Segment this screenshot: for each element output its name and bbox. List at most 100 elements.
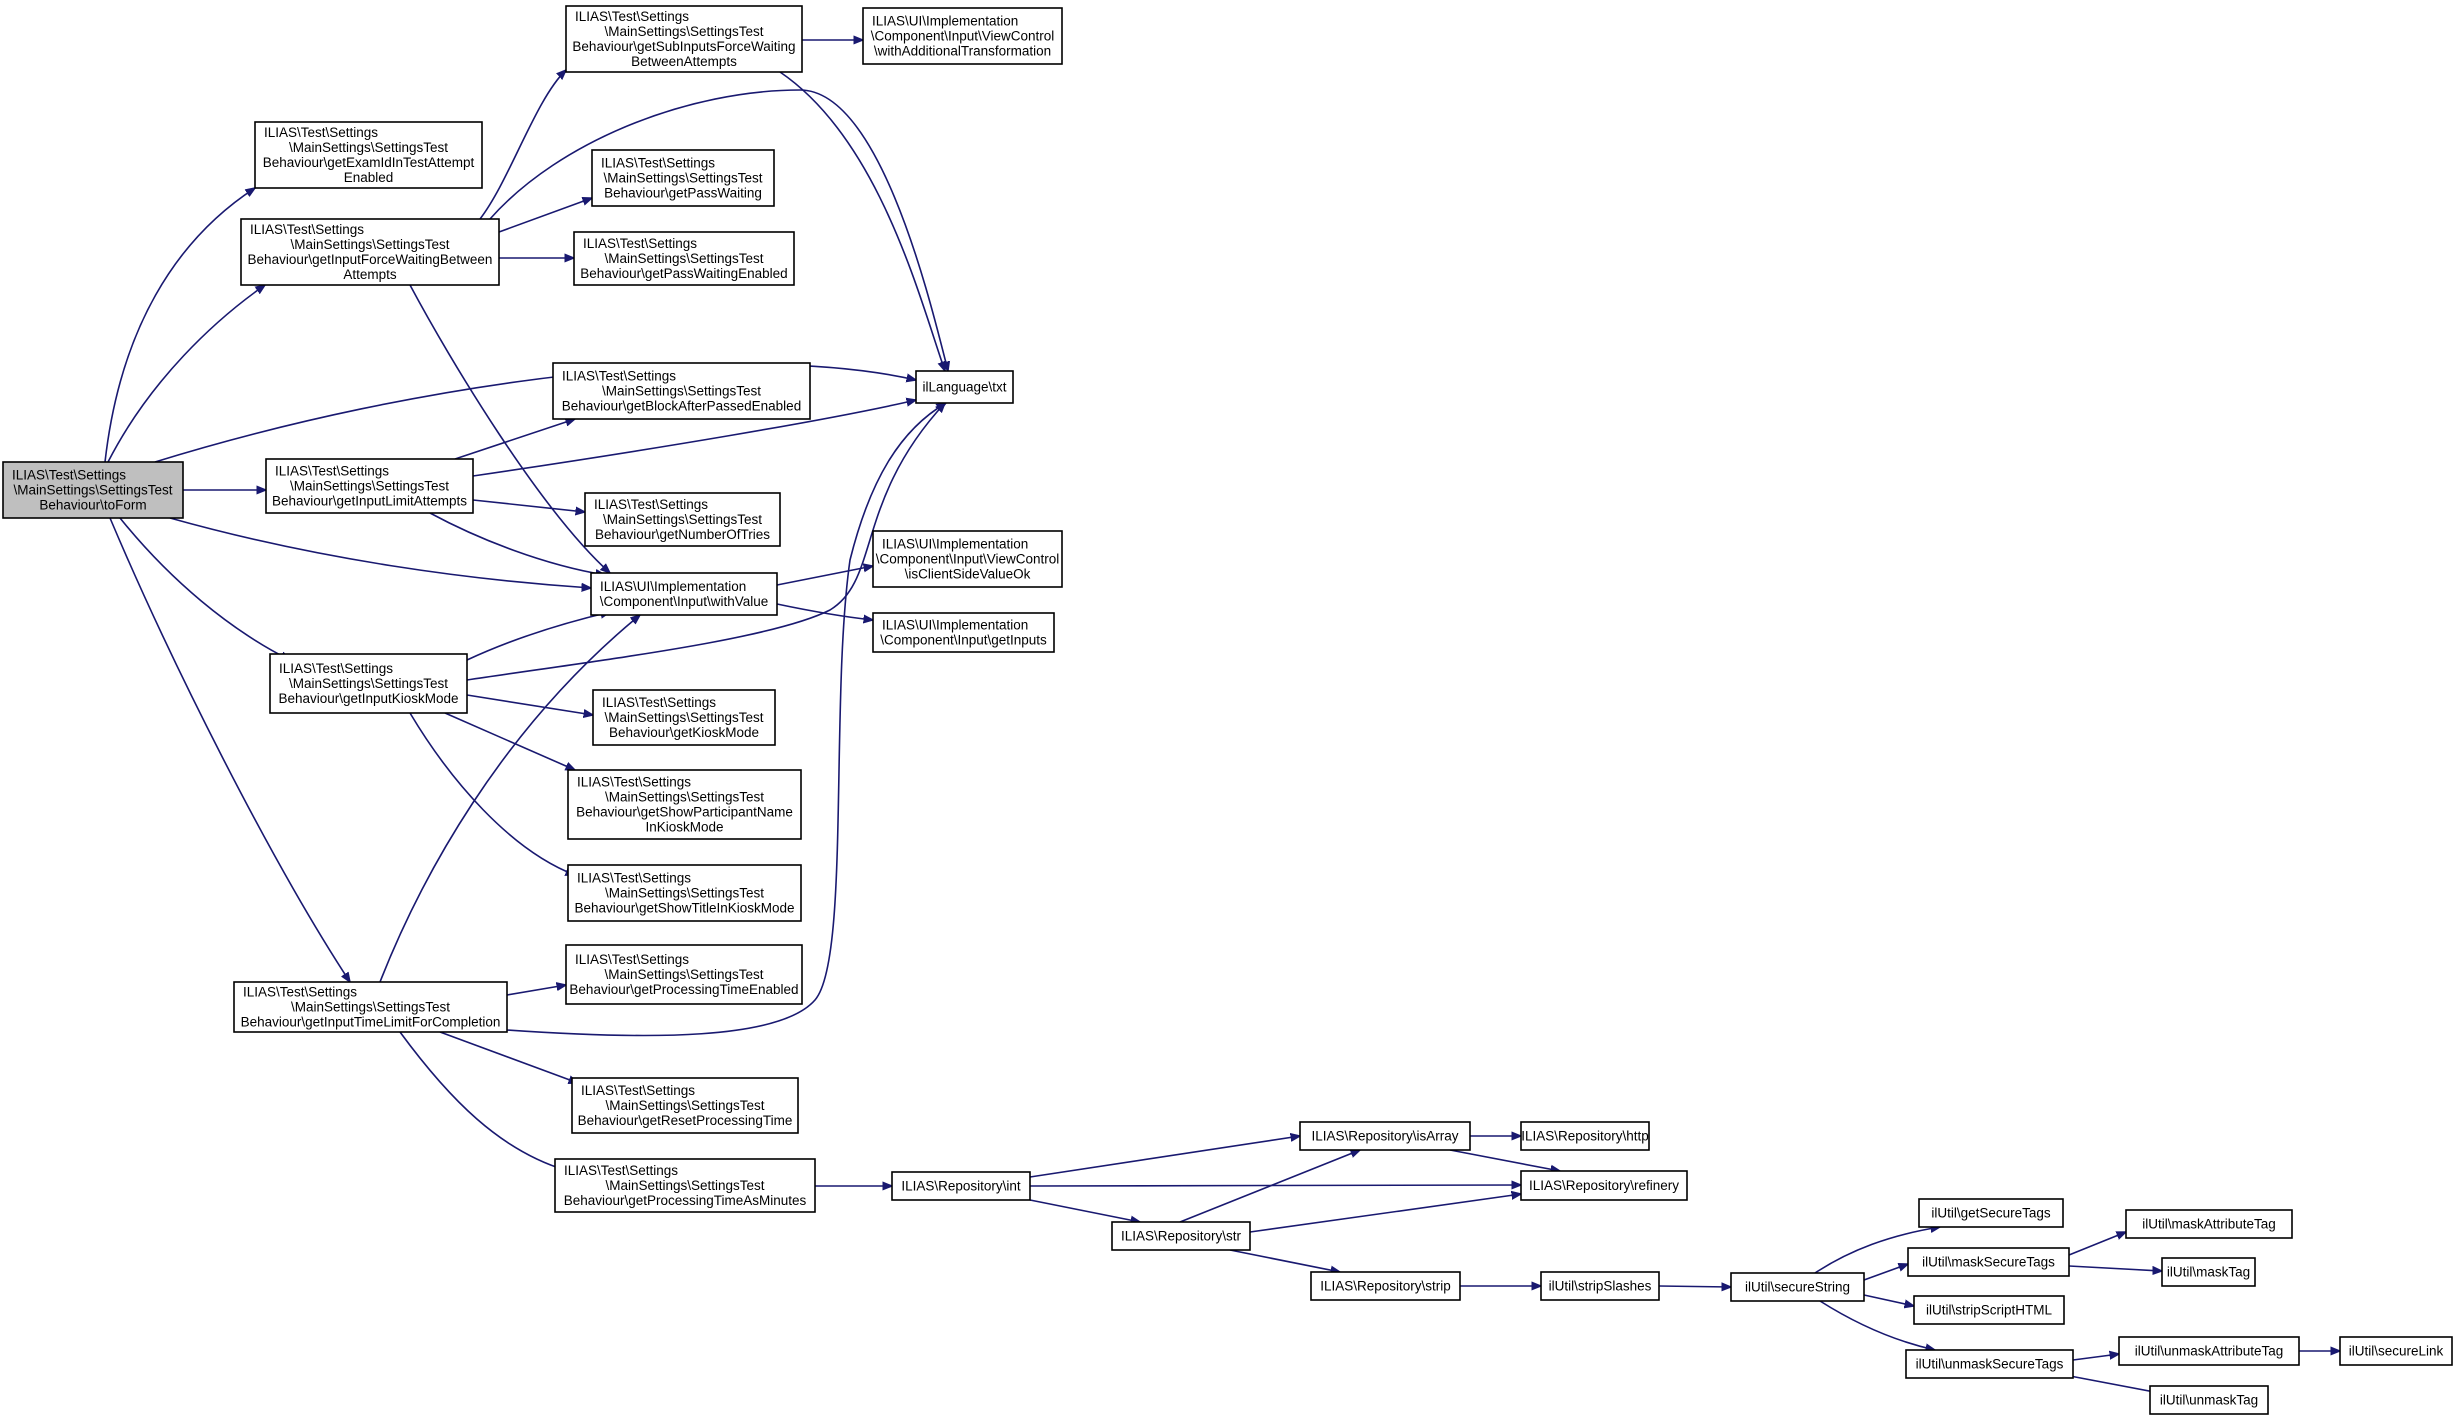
node-label-line: Behaviour\getExamIdInTestAttempt (263, 155, 475, 170)
edge-getInputKioskMode-to-getKioskMode (466, 694, 593, 715)
node-unmaskSecureTags[interactable]: ilUtil\unmaskSecureTags (1905, 1349, 2074, 1379)
node-http[interactable]: ILIAS\Repository\http (1520, 1121, 1650, 1151)
edge-getInputKioskMode-to-txt (466, 403, 945, 681)
node-secureString[interactable]: ilUtil\secureString (1730, 1272, 1865, 1302)
node-label-line: \withAdditionalTransformation (874, 44, 1051, 59)
node-maskSecureTags[interactable]: ilUtil\maskSecureTags (1907, 1247, 2070, 1277)
node-strip[interactable]: ILIAS\Repository\strip (1310, 1271, 1461, 1301)
node-getKioskMode[interactable]: ILIAS\Test\Settings\MainSettings\Setting… (592, 689, 776, 746)
node-getShowTitle[interactable]: ILIAS\Test\Settings\MainSettings\Setting… (567, 864, 802, 922)
node-label-line: BetweenAttempts (631, 54, 737, 69)
node-label-line: Behaviour\getInputLimitAttempts (272, 494, 467, 509)
edge-int-to-isArray (1029, 1136, 1300, 1178)
node-withValue[interactable]: ILIAS\UI\Implementation\Component\Input\… (590, 572, 778, 616)
node-label-line: \MainSettings\SettingsTest (604, 24, 763, 39)
edge-maskSecureTags-to-maskAttributeTag (2068, 1231, 2126, 1256)
node-withAdditionalTransformation[interactable]: ILIAS\UI\Implementation\Component\Input\… (862, 7, 1063, 65)
node-label-line: ilUtil\unmaskAttributeTag (2135, 1344, 2284, 1359)
node-label-line: Behaviour\getProcessingTimeAsMinutes (564, 1193, 807, 1208)
node-label: ilUtil\unmaskSecureTags (1916, 1357, 2064, 1372)
node-label-line: ilUtil\maskTag (2167, 1265, 2250, 1280)
node-label: ilUtil\unmaskTag (2160, 1393, 2258, 1408)
node-str[interactable]: ILIAS\Repository\str (1111, 1221, 1251, 1251)
node-getProcessingTimeEnabled[interactable]: ILIAS\Test\Settings\MainSettings\Setting… (565, 944, 803, 1005)
node-label: ILIAS\Test\Settings\MainSettings\Setting… (601, 156, 763, 201)
edge-str-to-refinery (1249, 1194, 1521, 1233)
node-getPassWaiting[interactable]: ILIAS\Test\Settings\MainSettings\Setting… (591, 149, 775, 207)
node-label-line: \MainSettings\SettingsTest (604, 710, 763, 725)
node-getInputTimeLimit[interactable]: ILIAS\Test\Settings\MainSettings\Setting… (233, 981, 508, 1033)
node-label-line: Attempts (343, 267, 397, 282)
node-label-line: ILIAS\Test\Settings (275, 464, 389, 479)
node-label: ILIAS\UI\Implementation\Component\Input\… (880, 618, 1047, 648)
node-int[interactable]: ILIAS\Repository\int (891, 1171, 1031, 1201)
node-label-line: ilUtil\getSecureTags (1931, 1206, 2051, 1221)
node-getProcessingTimeAsMinutes[interactable]: ILIAS\Test\Settings\MainSettings\Setting… (554, 1158, 816, 1213)
node-getInputKioskMode[interactable]: ILIAS\Test\Settings\MainSettings\Setting… (269, 653, 468, 714)
edge-getInputKioskMode-to-getShowTitle (409, 712, 575, 875)
node-label-line: \MainSettings\SettingsTest (605, 1098, 764, 1113)
node-label-line: ILIAS\Test\Settings (583, 236, 697, 251)
node-unmaskAttributeTag[interactable]: ilUtil\unmaskAttributeTag (2118, 1336, 2300, 1366)
node-label-line: \Component\Input\withValue (600, 594, 769, 609)
node-getInputs[interactable]: ILIAS\UI\Implementation\Component\Input\… (872, 612, 1055, 653)
node-label-line: ilUtil\stripScriptHTML (1926, 1303, 2053, 1318)
node-getExamId[interactable]: ILIAS\Test\Settings\MainSettings\Setting… (254, 121, 483, 189)
node-label: ILIAS\Repository\refinery (1529, 1178, 1679, 1193)
node-getBlockAfterPassed[interactable]: ILIAS\Test\Settings\MainSettings\Setting… (552, 362, 811, 420)
node-label: ILIAS\Test\Settings\MainSettings\Setting… (241, 985, 501, 1030)
node-label-line: InKioskMode (645, 820, 723, 835)
node-label: ILIAS\UI\Implementation\Component\Input\… (876, 537, 1060, 582)
node-getSecureTags[interactable]: ilUtil\getSecureTags (1918, 1198, 2064, 1228)
edge-getInputForceWaiting-to-txt (489, 89, 948, 371)
edge-toForm-to-getExamId (104, 188, 255, 463)
node-getNumberOfTries[interactable]: ILIAS\Test\Settings\MainSettings\Setting… (584, 492, 781, 547)
node-label: ILIAS\Repository\isArray (1311, 1129, 1458, 1144)
edge-getInputKioskMode-to-withValue (466, 612, 610, 661)
node-getInputForceWaiting[interactable]: ILIAS\Test\Settings\MainSettings\Setting… (240, 218, 500, 286)
node-stripSlashes[interactable]: ilUtil\stripSlashes (1540, 1271, 1660, 1301)
node-label-line: ILIAS\Repository\int (901, 1179, 1021, 1194)
node-toForm[interactable]: ILIAS\Test\Settings\MainSettings\Setting… (2, 461, 184, 519)
node-txt[interactable]: ilLanguage\txt (915, 370, 1014, 404)
node-getPassWaitingEnabled[interactable]: ILIAS\Test\Settings\MainSettings\Setting… (573, 231, 795, 286)
node-isClientSideValueOk[interactable]: ILIAS\UI\Implementation\Component\Input\… (872, 530, 1063, 588)
edge-int-to-str (1029, 1199, 1140, 1222)
node-getShowParticipantName[interactable]: ILIAS\Test\Settings\MainSettings\Setting… (567, 769, 802, 840)
node-label-line: \MainSettings\SettingsTest (603, 512, 762, 527)
node-getResetProcessingTime[interactable]: ILIAS\Test\Settings\MainSettings\Setting… (571, 1077, 799, 1134)
node-isArray[interactable]: ILIAS\Repository\isArray (1299, 1121, 1471, 1151)
node-label-line: ILIAS\Test\Settings (250, 222, 364, 237)
node-maskAttributeTag[interactable]: ilUtil\maskAttributeTag (2125, 1209, 2293, 1239)
node-maskTag[interactable]: ilUtil\maskTag (2161, 1257, 2256, 1287)
node-label: ilUtil\stripSlashes (1549, 1279, 1652, 1294)
node-label-line: ILIAS\Repository\isArray (1311, 1129, 1458, 1144)
edge-getInputTimeLimit-to-withValue (379, 615, 640, 983)
node-label-line: ilUtil\stripSlashes (1549, 1279, 1652, 1294)
edge-toForm-to-withValue (169, 517, 591, 588)
node-label: ILIAS\Test\Settings\MainSettings\Setting… (578, 1083, 793, 1128)
node-label-line: Behaviour\getBlockAfterPassedEnabled (562, 399, 801, 414)
edge-unmaskSecureTags-to-unmaskAttributeTag (2072, 1354, 2119, 1361)
edge-toForm-to-getInputKioskMode (119, 517, 290, 660)
edge-toForm-to-getInputForceWaiting (107, 285, 265, 463)
node-label-line: \MainSettings\SettingsTest (290, 479, 449, 494)
node-secureLink[interactable]: ilUtil\secureLink (2339, 1336, 2453, 1366)
node-label: ILIAS\UI\Implementation\Component\Input\… (600, 579, 769, 609)
node-getSubInputs[interactable]: ILIAS\Test\Settings\MainSettings\Setting… (565, 5, 803, 73)
edge-getInputTimeLimit-to-getResetProcessingTime (439, 1031, 578, 1083)
node-label-line: Behaviour\getSubInputsForceWaiting (572, 39, 795, 54)
node-label-line: ILIAS\Test\Settings (264, 125, 378, 140)
node-label: ILIAS\Test\Settings\MainSettings\Setting… (594, 497, 770, 542)
node-stripScriptHTML[interactable]: ilUtil\stripScriptHTML (1913, 1295, 2065, 1325)
node-label-line: \Component\Input\ViewControl (876, 552, 1060, 567)
node-refinery[interactable]: ILIAS\Repository\refinery (1520, 1170, 1688, 1201)
node-unmaskTag[interactable]: ilUtil\unmaskTag (2149, 1385, 2269, 1415)
node-label: ILIAS\Test\Settings\MainSettings\Setting… (580, 236, 787, 281)
node-label-line: \MainSettings\SettingsTest (604, 967, 763, 982)
node-label: ILIAS\Repository\int (901, 1179, 1021, 1194)
node-getInputLimitAttempts[interactable]: ILIAS\Test\Settings\MainSettings\Setting… (265, 458, 474, 514)
node-label-line: ILIAS\Test\Settings (12, 468, 126, 483)
edge-secureString-to-unmaskSecureTags (1819, 1300, 1935, 1350)
node-label-line: ILIAS\Test\Settings (581, 1083, 695, 1098)
